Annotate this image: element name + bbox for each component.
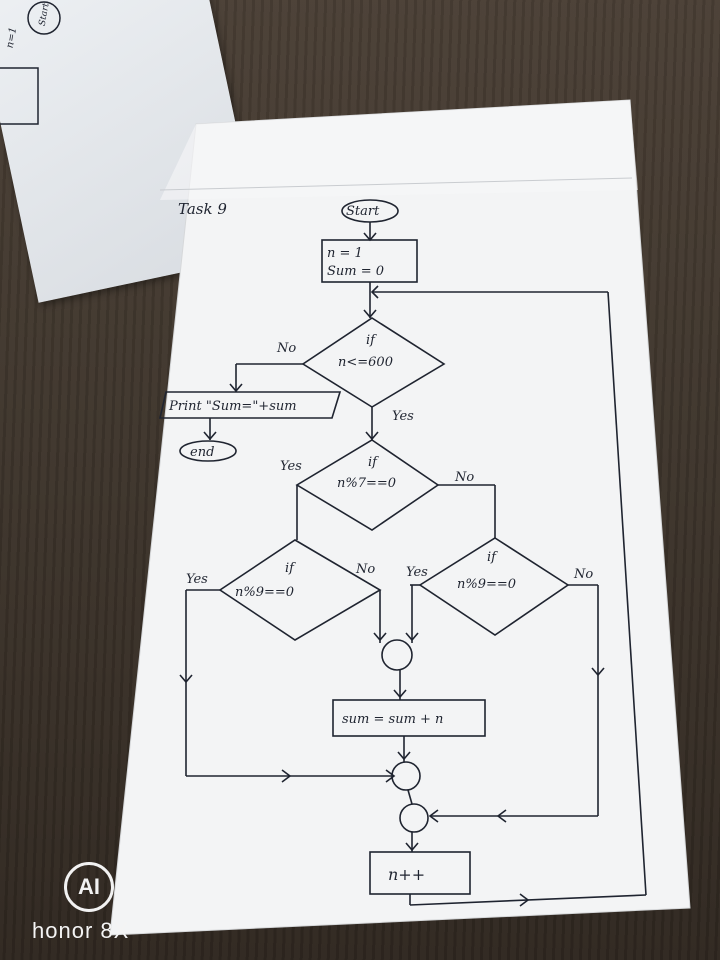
mod9-left-if-label: if xyxy=(285,561,296,576)
end-label: end xyxy=(190,445,214,460)
init-line-2: Sum = 0 xyxy=(327,264,384,279)
arrowhead-loop xyxy=(363,309,377,319)
arrowhead-inc xyxy=(405,842,419,852)
mod7-decision xyxy=(295,439,440,531)
paper-margin-line xyxy=(159,177,633,191)
init-line-1: n = 1 xyxy=(327,246,363,261)
mod9-left-condition: n%9==0 xyxy=(235,585,294,600)
arrowhead-merge3 xyxy=(428,809,439,823)
sum-update-label: sum = sum + n xyxy=(342,712,443,727)
camera-watermark: honor 8X xyxy=(32,918,130,943)
arrow-merge2-merge3 xyxy=(407,789,413,805)
increment-box xyxy=(369,851,471,895)
arrowhead-print xyxy=(229,383,243,393)
mod9-decision-right xyxy=(418,537,570,636)
arrowhead-merge2-top xyxy=(397,751,411,761)
arrowhead-no9a xyxy=(373,632,387,642)
task-label: Task 9 xyxy=(178,200,227,218)
no-label-9b: No xyxy=(573,567,593,582)
arrowhead-init xyxy=(363,232,377,242)
mod9-decision-left xyxy=(218,539,382,641)
arrowhead-no9b-across xyxy=(496,809,507,823)
yes-label-9b: Yes xyxy=(406,565,428,580)
flowchart-shapes xyxy=(158,199,647,906)
arrowhead-loop-return xyxy=(370,285,379,299)
arrowheads xyxy=(179,232,605,907)
yes-label-9a: Yes xyxy=(186,572,208,587)
arrowhead-loopback xyxy=(519,893,530,907)
mod9-right-if-label: if xyxy=(487,550,498,565)
print-label: Print "Sum="+sum xyxy=(168,399,297,414)
paper-sheet xyxy=(109,99,691,936)
arrowhead-merge2 xyxy=(385,769,396,783)
yes-label-7: Yes xyxy=(280,459,302,474)
loop-if-label: if xyxy=(366,333,377,348)
ai-camera-logo: AI xyxy=(64,862,114,912)
increment-label: n++ xyxy=(388,865,425,884)
back-sheet-content: Start n=1 xyxy=(0,1,61,125)
back-start-oval xyxy=(27,1,61,35)
mod9-right-condition: n%9==0 xyxy=(457,577,516,592)
back-process-box xyxy=(0,67,39,125)
arrowhead-mod7 xyxy=(365,431,379,441)
back-assign-label: n=1 xyxy=(5,26,20,49)
loop-condition: n<=600 xyxy=(338,355,393,370)
no-label-7: No xyxy=(454,470,474,485)
sum-box xyxy=(332,699,486,737)
back-start-label: Start xyxy=(38,2,52,27)
arrowhead-yes9b xyxy=(405,632,419,642)
mod7-condition: n%7==0 xyxy=(337,476,396,491)
loop-back-up xyxy=(607,291,647,896)
no-label-loop: No xyxy=(276,341,296,356)
paper-top-highlight xyxy=(160,100,638,200)
merge-connector-2 xyxy=(391,761,421,791)
start-label: Start xyxy=(346,204,380,219)
arrowhead-no9b xyxy=(591,667,605,677)
arrowhead-sum xyxy=(393,689,407,699)
print-output xyxy=(158,391,342,419)
arrowhead-yes9a xyxy=(179,674,193,684)
arrowhead-yes9a-across xyxy=(281,769,292,783)
arrowhead-end xyxy=(203,431,217,441)
mod7-if-label: if xyxy=(368,455,379,470)
no-label-9a: No xyxy=(355,562,375,577)
end-terminal xyxy=(179,440,237,462)
yes-label-loop: Yes xyxy=(392,409,414,424)
merge-connector-3 xyxy=(399,803,429,833)
merge-connector-1 xyxy=(381,639,413,671)
